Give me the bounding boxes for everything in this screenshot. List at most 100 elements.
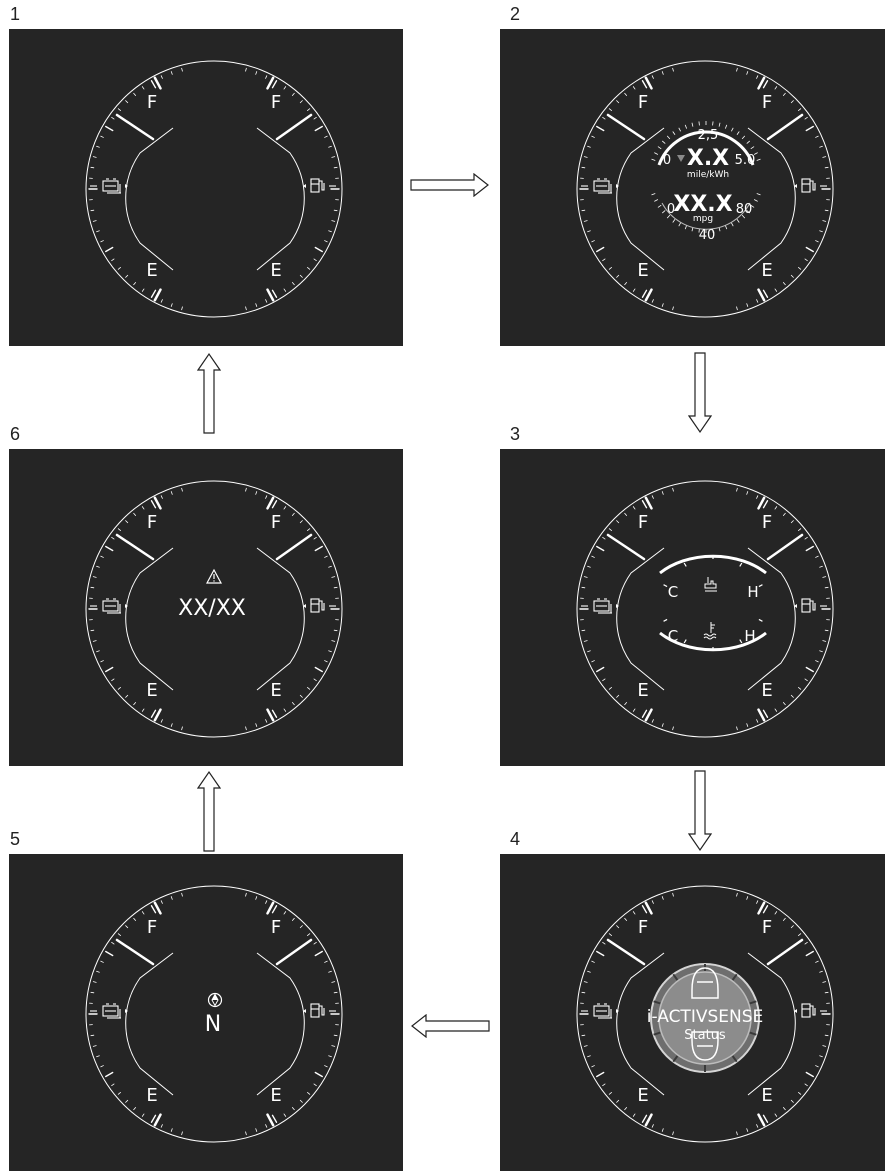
- dial-tick-left: [672, 306, 674, 311]
- outer-dial-ring: [576, 885, 834, 1143]
- panel-number-3: 3: [510, 424, 521, 444]
- dial-tick-right: [333, 1034, 338, 1037]
- dial-tick-left: [616, 520, 620, 524]
- lower-scale-tick: [724, 225, 728, 230]
- dial-tick-right: [314, 666, 323, 673]
- dial-tick-left: [150, 500, 157, 509]
- dial-tick-right: [313, 678, 317, 682]
- dial-tick-left: [133, 917, 136, 921]
- dial-tick-left: [616, 925, 620, 929]
- dial-tick-right: [245, 1131, 247, 1136]
- dial-tick-left: [583, 576, 588, 578]
- dial-tick-right: [756, 75, 759, 79]
- compass-heading: N: [205, 1012, 221, 1037]
- lower-scale-tick: [736, 219, 740, 223]
- empty-label-left: E: [146, 680, 157, 701]
- dial-tick-left: [602, 1083, 606, 1087]
- dial-tick-right: [283, 506, 287, 510]
- battery-icon: [90, 1003, 128, 1019]
- dial-tick-right: [824, 209, 829, 212]
- full-label-left: F: [147, 917, 157, 938]
- dial-tick-left: [117, 267, 121, 270]
- dial-tick-right: [762, 289, 769, 298]
- dial-tick-left: [583, 1045, 588, 1047]
- upper-scale-tick: [753, 152, 758, 155]
- empty-label-right: E: [761, 680, 772, 701]
- lower-scale-tick: [746, 210, 751, 214]
- dial-tick-right: [805, 1071, 814, 1078]
- dial-tick-right: [324, 660, 328, 663]
- lower-scale-tick: [672, 219, 676, 223]
- outer-dial-ring: [576, 480, 834, 738]
- dial-tick-right: [736, 892, 738, 897]
- dial-tick-left: [96, 970, 100, 973]
- dial-tick-right: [328, 230, 332, 233]
- dial-tick-right: [819, 565, 823, 568]
- dial-tick-right: [819, 650, 823, 653]
- dial-tick-right: [774, 911, 778, 915]
- dial-tick-left: [596, 950, 605, 957]
- arrow-down-2-to-3: [688, 352, 712, 434]
- outer-dial-ring: [576, 60, 834, 318]
- dial-tick-left: [160, 1124, 163, 1128]
- dial-tick-right: [283, 911, 287, 915]
- dial-tick-right: [307, 687, 311, 690]
- battery-icon: [581, 178, 619, 194]
- dial-tick-left: [596, 666, 605, 673]
- status-inner-disc: [658, 971, 752, 1065]
- dial-tick-left: [170, 896, 173, 900]
- i-activsense-title: i-ACTIVSENSE: [647, 1007, 764, 1027]
- dial-tick-left: [100, 240, 104, 243]
- dial-tick-left: [583, 220, 588, 222]
- dial-tick-left: [133, 282, 136, 286]
- empty-label-left: E: [637, 260, 648, 281]
- dial-tick-left: [632, 288, 636, 292]
- right-needle: [766, 938, 804, 966]
- left-needle: [606, 938, 646, 966]
- dial-tick-right: [333, 209, 338, 212]
- dial-tick-right: [292, 917, 295, 921]
- coolant-temp-tick: [663, 618, 668, 622]
- dial-tick-right: [783, 282, 786, 286]
- dial-tick-right: [736, 487, 738, 492]
- dial-tick-right: [265, 1124, 268, 1128]
- upper-scale-tick: [651, 158, 656, 161]
- dial-tick-left: [641, 1114, 648, 1123]
- dial-tick-right: [292, 282, 295, 286]
- dial-tick-right: [314, 246, 323, 253]
- dial-tick-right: [819, 145, 823, 148]
- fuel-pump-icon: [303, 598, 336, 613]
- dial-tick-left: [105, 246, 114, 253]
- empty-marker-left: [153, 288, 162, 302]
- dial-tick-right: [762, 500, 769, 509]
- dial-tick-left: [170, 491, 173, 495]
- upper-economy-unit: mile/kWh: [687, 170, 729, 180]
- right-needle: [766, 533, 804, 561]
- dial-tick-left: [581, 166, 586, 169]
- lower-scale-tick: [651, 193, 656, 196]
- dial-tick-right: [815, 555, 819, 558]
- dial-tick-right: [762, 905, 769, 914]
- dial-tick-right: [756, 900, 759, 904]
- battery-icon: [90, 598, 128, 614]
- lower-cold-label: C: [668, 627, 678, 645]
- dial-tick-right: [245, 487, 247, 492]
- empty-label-left: E: [146, 1085, 157, 1106]
- dial-tick-left: [651, 299, 654, 303]
- dial-tick-left: [96, 1055, 100, 1058]
- dial-tick-right: [822, 640, 827, 642]
- empty-marker-left: [644, 708, 653, 722]
- dial-tick-left: [92, 640, 97, 642]
- outer-dial-ring: [85, 60, 343, 318]
- panel-number-5: 5: [10, 829, 21, 849]
- compass-display: N: [205, 992, 223, 1037]
- arrow-down-3-to-4: [688, 770, 712, 852]
- dial-tick-right: [762, 80, 769, 89]
- dial-tick-right: [324, 135, 328, 138]
- dial-tick-right: [255, 71, 258, 75]
- dial-tick-right: [265, 75, 268, 79]
- dial-tick-left: [581, 629, 586, 632]
- lower-scale-tick: [741, 214, 746, 219]
